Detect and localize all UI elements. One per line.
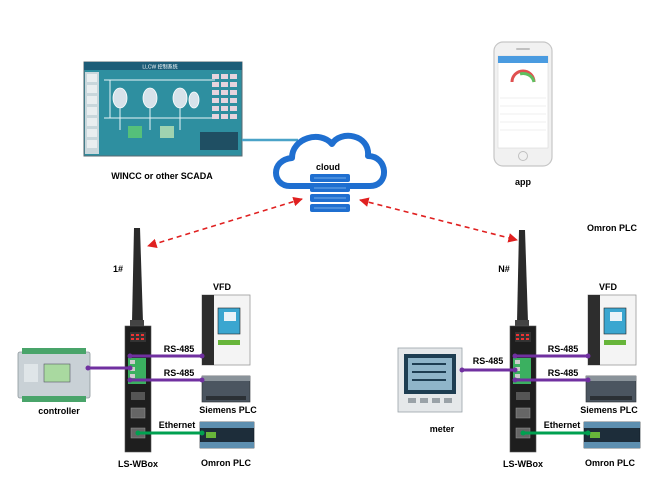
left-omron-icon xyxy=(199,421,255,449)
cloud-icon xyxy=(273,133,387,189)
left-rs485-top-label: RS-485 xyxy=(164,344,195,354)
cloud-label: cloud xyxy=(316,162,340,172)
scada-screen-title: LLCW 控制系统 xyxy=(142,64,177,71)
left-rs485-bottom-label: RS-485 xyxy=(164,368,195,378)
gateway-n-label: LS-WBox xyxy=(503,459,543,469)
meter-icon xyxy=(397,347,463,413)
right-top-label: Omron PLC xyxy=(587,223,638,233)
right-ethernet-label: Ethernet xyxy=(544,420,581,430)
left-siemens-label: Siemens PLC xyxy=(199,405,257,415)
left-omron-label: Omron PLC xyxy=(201,458,252,468)
right-omron-label: Omron PLC xyxy=(585,458,636,468)
gateway-1-label: LS-WBox xyxy=(118,459,158,469)
scada-screen: LLCW 控制系统 xyxy=(83,61,243,157)
right-vfd-label: VFD xyxy=(599,282,618,292)
meter-label: meter xyxy=(430,424,455,434)
right-rs485-top-label: RS-485 xyxy=(548,344,579,354)
antenna-1-icon xyxy=(130,228,144,326)
server-icon xyxy=(310,174,350,212)
controller-label: controller xyxy=(38,406,80,416)
antenna-n-icon xyxy=(515,230,529,326)
right-links xyxy=(459,353,591,436)
right-rs485-bottom-label: RS-485 xyxy=(548,368,579,378)
gateway-n-id: N# xyxy=(498,264,510,274)
left-ethernet-label: Ethernet xyxy=(159,420,196,430)
left-vfd-label: VFD xyxy=(213,282,232,292)
scada-label: WINCC or other SCADA xyxy=(111,171,213,181)
gateway-1-id: 1# xyxy=(113,264,123,274)
left-vfd-icon xyxy=(201,294,251,366)
right-siemens-icon xyxy=(585,375,637,403)
controller-icon xyxy=(17,348,91,402)
right-siemens-label: Siemens PLC xyxy=(580,405,638,415)
cloud-link-1 xyxy=(147,196,303,249)
left-links xyxy=(85,353,205,436)
left-siemens-icon xyxy=(201,375,251,403)
right-omron-icon xyxy=(583,421,641,449)
phone-icon xyxy=(493,41,553,167)
app-label: app xyxy=(515,177,532,187)
right-vfd-icon xyxy=(587,294,637,366)
right-rs485-meter-label: RS-485 xyxy=(473,356,504,366)
cloud-link-n xyxy=(359,197,518,243)
